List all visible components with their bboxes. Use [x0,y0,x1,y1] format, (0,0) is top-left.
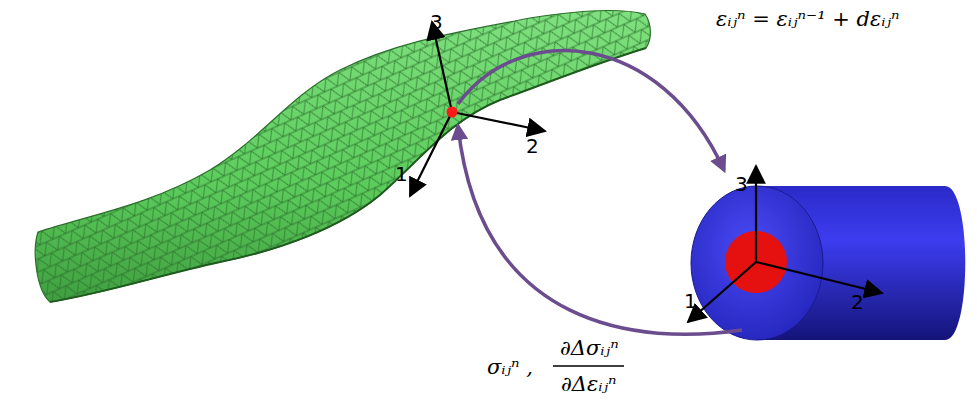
axis-label: 1 [684,290,697,312]
fraction-bar [553,365,624,366]
fiber-cylinder [691,186,965,340]
stress-arrow [458,126,742,334]
strain-arrow [458,51,724,170]
material-point [447,107,458,118]
strain-update-equation: εᵢⱼⁿ = εᵢⱼⁿ⁻¹ + dεᵢⱼⁿ [716,8,900,31]
stress-symbol: σᵢⱼⁿ , [487,356,533,379]
axis-label: 2 [851,291,864,313]
axis-label: 3 [735,173,748,195]
axis-label: 1 [395,163,408,185]
mesh-ribbon [35,11,650,302]
cylinder-axes [688,166,882,322]
axis-label: 3 [430,11,443,33]
axis-label: 2 [526,135,539,157]
fraction-numerator: ∂Δσᵢⱼⁿ [560,337,619,360]
fraction-denominator: ∂Δεᵢⱼⁿ [561,373,617,396]
mesh-axes [410,22,545,196]
